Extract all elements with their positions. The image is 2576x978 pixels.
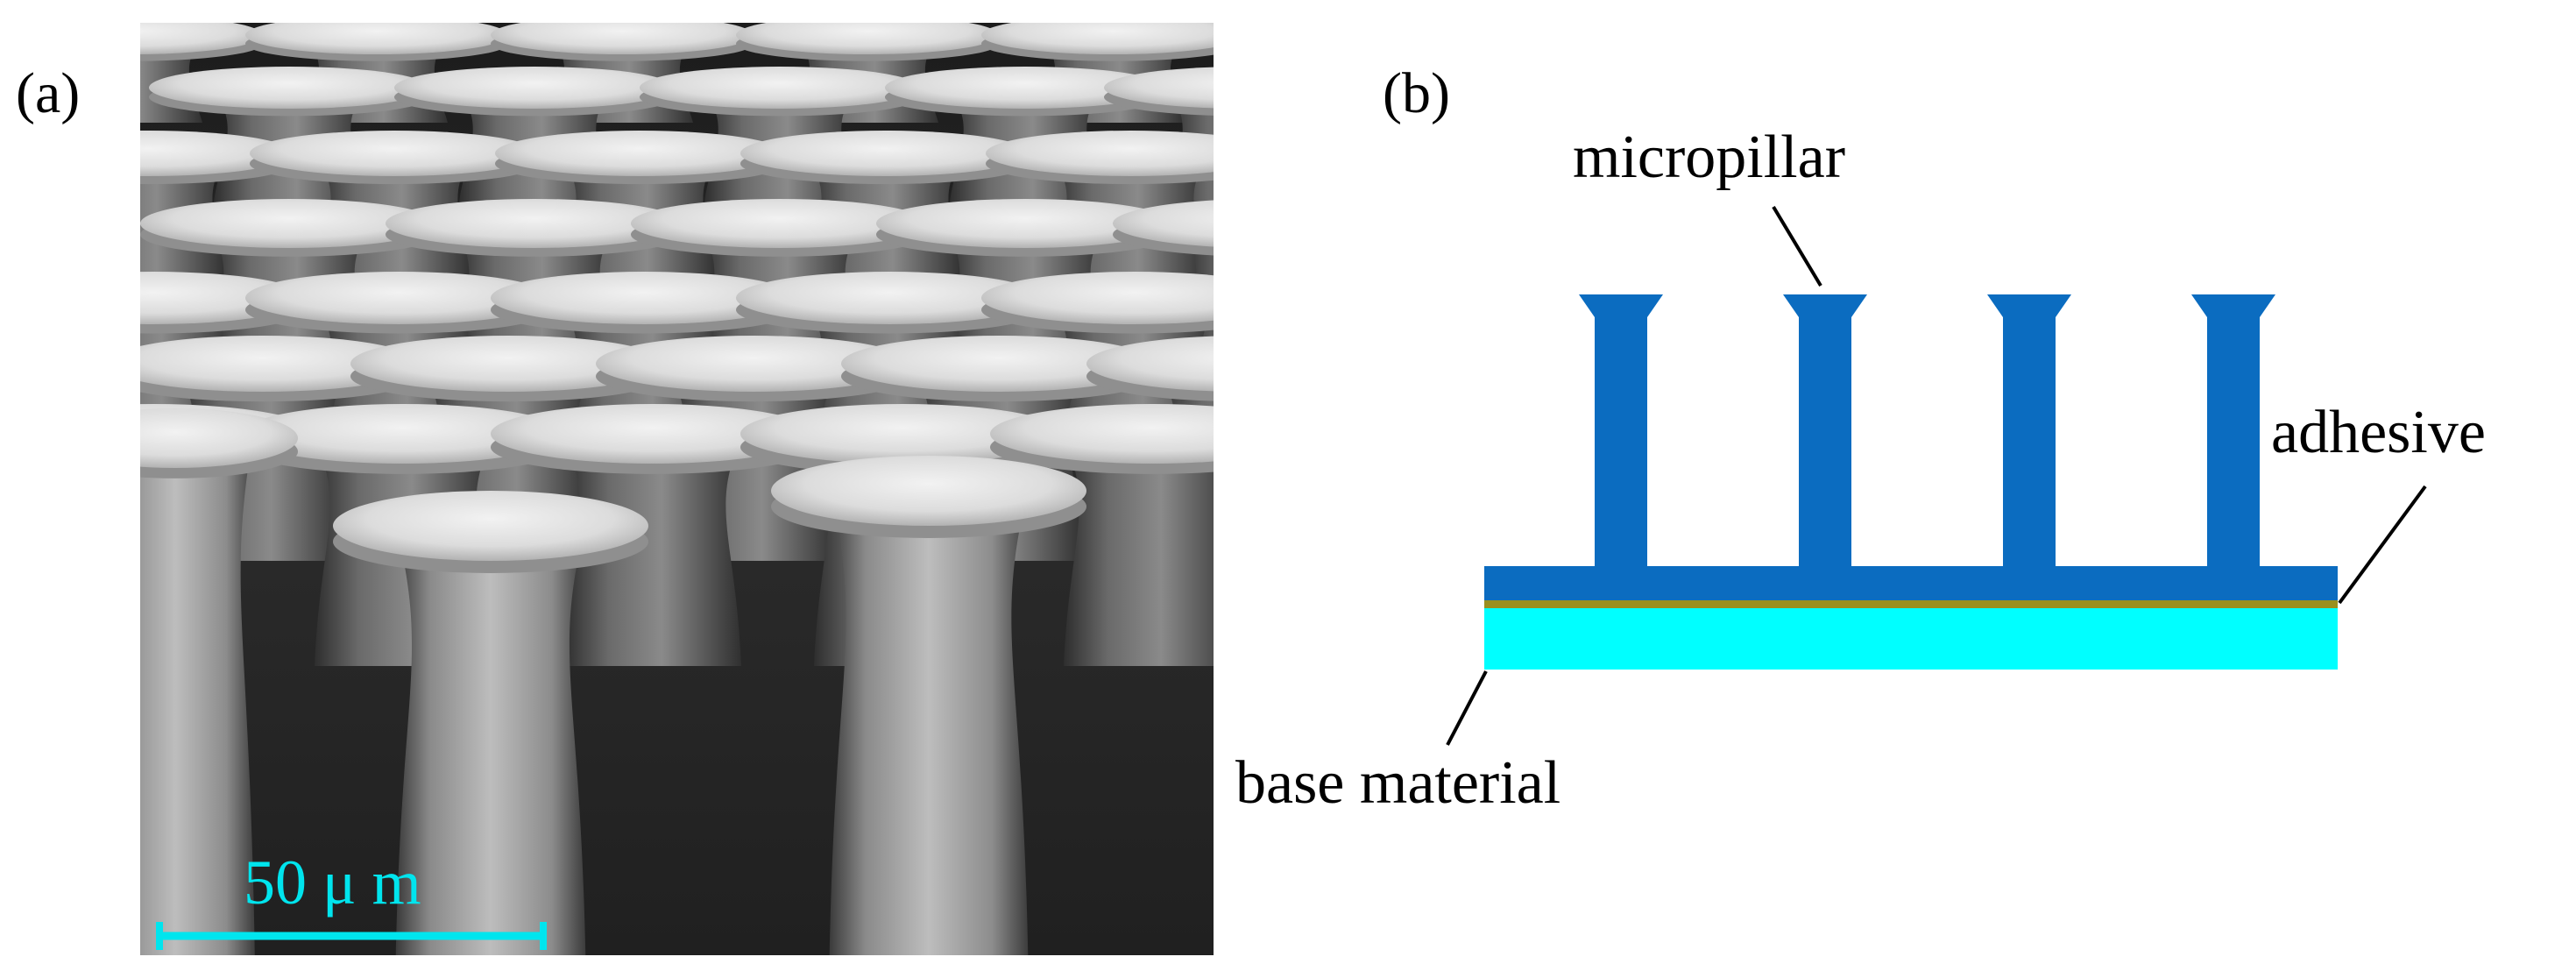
base-material-leader-line bbox=[1446, 670, 1488, 746]
micropillar-schematic bbox=[1484, 294, 2338, 670]
adhesive-layer bbox=[1484, 599, 2338, 608]
sem-pillar bbox=[140, 408, 298, 955]
pillar-backing-layer bbox=[1484, 566, 2338, 600]
adhesive-label: adhesive bbox=[2271, 399, 2486, 466]
micropillar-label: micropillar bbox=[1573, 124, 1845, 191]
panel-b: (b) micropillar adhesive base material bbox=[1235, 61, 2486, 817]
scale-bar-text: 50 μ m bbox=[244, 847, 421, 918]
sem-micrograph bbox=[140, 23, 1214, 955]
scale-bar: 50 μ m bbox=[156, 847, 547, 950]
panel-a: (a) 50 μ m bbox=[16, 23, 1214, 955]
micropillar bbox=[1987, 294, 2071, 568]
sem-pillar bbox=[631, 199, 929, 368]
base-material-label: base material bbox=[1235, 749, 1560, 817]
micropillars bbox=[1579, 294, 2275, 568]
panel-a-label: (a) bbox=[16, 61, 80, 125]
micropillar bbox=[2191, 294, 2275, 568]
sem-pillar bbox=[771, 456, 1086, 955]
panel-b-label: (b) bbox=[1383, 61, 1450, 125]
micropillar-leader-line bbox=[1772, 205, 1822, 287]
micropillar bbox=[1783, 294, 1867, 568]
base-material-layer bbox=[1484, 606, 2338, 670]
micropillar bbox=[1579, 294, 1663, 568]
sem-pillar bbox=[990, 404, 1214, 666]
sem-pillar bbox=[333, 491, 648, 955]
adhesive-leader-line bbox=[2338, 485, 2427, 605]
